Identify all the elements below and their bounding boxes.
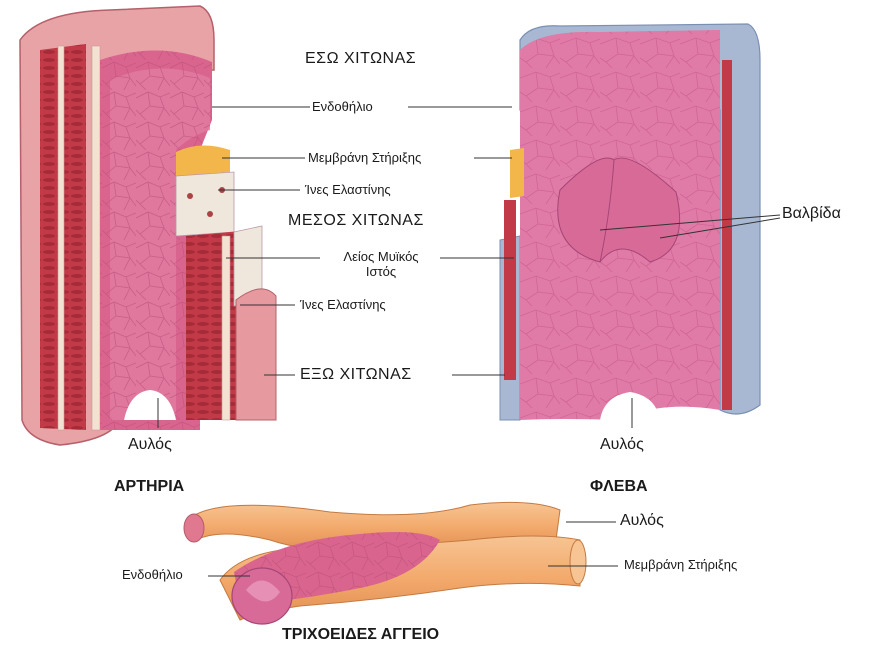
label-capillary-endothelium: Ενδοθήλιο — [122, 568, 183, 583]
title-artery: ΑΡΤΗΡΙΑ — [114, 478, 184, 496]
vein-illustration — [500, 24, 760, 420]
label-tunica-media: ΜΕΣΟΣ ΧΙΤΩΝΑΣ — [288, 212, 424, 230]
label-tunica-externa: ΕΞΩ ΧΙΤΩΝΑΣ — [300, 366, 412, 384]
artery-illustration — [20, 6, 276, 445]
label-artery-lumen: Αυλός — [128, 436, 172, 454]
label-elastic-fibers-outer: Ίνες Ελαστίνης — [300, 298, 386, 313]
label-endothelium: Ενδοθήλιο — [312, 100, 373, 115]
label-smooth-muscle-line2: Ιστός — [322, 265, 440, 280]
title-capillary: ΤΡΙΧΟΕΙΔΕΣ ΑΓΓΕΙΟ — [282, 626, 439, 644]
label-tunica-intima: ΕΣΩ ΧΙΤΩΝΑΣ — [305, 50, 416, 68]
artery-elastic-stripe — [58, 46, 64, 430]
label-basement-membrane: Μεμβράνη Στήριξης — [308, 151, 421, 166]
vein-basement-membrane — [510, 148, 524, 198]
capillary-illustration — [184, 502, 586, 624]
label-valve: Βαλβίδα — [782, 205, 841, 223]
label-smooth-muscle-line1: Λείος Μυϊκός — [322, 250, 440, 265]
label-smooth-muscle: Λείος Μυϊκός Ιστός — [322, 250, 440, 280]
label-elastic-fibers-inner: Ίνες Ελαστίνης — [305, 183, 391, 198]
artery-externa-step — [236, 289, 276, 420]
artery-elastic-inner — [176, 172, 234, 236]
label-vein-lumen: Αυλός — [600, 436, 644, 454]
vein-tunica-media — [722, 60, 732, 410]
artery-basement-membrane — [176, 145, 230, 176]
label-capillary-lumen: Αυλός — [620, 512, 664, 530]
title-vein: ΦΛΕΒΑ — [590, 478, 648, 496]
label-capillary-basement-membrane: Μεμβράνη Στήριξης — [624, 558, 737, 573]
artery-elastic-stripe — [92, 46, 100, 430]
